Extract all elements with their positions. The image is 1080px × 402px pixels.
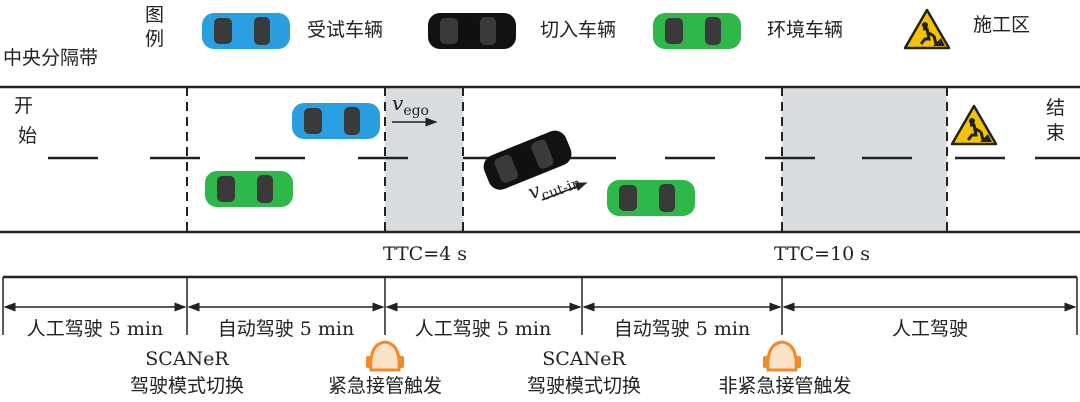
segment-label: 人工驾驶 — [891, 318, 969, 340]
ttc10-zone — [782, 87, 947, 232]
ambient-car-icon — [205, 171, 293, 207]
legend-label-construction: 施工区 — [973, 14, 1031, 36]
segment-label: 自动驾驶 5 min — [613, 318, 751, 340]
end-label: 束 — [1046, 122, 1066, 144]
helmet-icon — [366, 340, 404, 372]
legend-label-ego: 受试车辆 — [307, 19, 384, 41]
legend-ego-car-icon — [202, 13, 290, 49]
start-label: 始 — [18, 125, 38, 147]
segment-label: 人工驾驶 5 min — [414, 318, 552, 340]
construction-sign-icon — [950, 104, 998, 146]
legend-cutin-car-icon — [428, 13, 516, 49]
legend-ambient-car-icon — [653, 13, 741, 49]
phase-boundaries — [186, 87, 948, 232]
start-label: 开 — [14, 95, 34, 117]
ambient-car-icon — [607, 180, 695, 216]
event-label: SCANeR — [542, 348, 626, 370]
ttc-4-label: TTC=4 s — [382, 243, 468, 265]
legend-title: 图 — [145, 4, 165, 26]
ego-car-icon — [292, 103, 380, 139]
legend-label-ambient: 环境车辆 — [767, 19, 844, 41]
segment-label: 人工驾驶 5 min — [26, 318, 164, 340]
legend-title: 例 — [145, 28, 165, 50]
cutin-velocity-arrow — [541, 182, 588, 201]
legend-construction-sign-icon — [903, 8, 951, 50]
ttc-10-label: TTC=10 s — [773, 243, 871, 265]
end-label: 结 — [1046, 97, 1066, 119]
event-label: 紧急接管触发 — [327, 375, 443, 397]
median-label: 中央分隔带 — [3, 47, 99, 69]
ttc4-zone — [385, 87, 463, 232]
event-label: 驾驶模式切换 — [129, 375, 245, 397]
legend-label-cutin: 切入车辆 — [540, 19, 617, 41]
ego-velocity-label: vego — [392, 91, 429, 119]
event-label: 非紧急接管触发 — [718, 375, 852, 397]
segment-label: 自动驾驶 5 min — [217, 318, 355, 340]
event-label: 驾驶模式切换 — [526, 375, 642, 397]
event-label: SCANeR — [145, 348, 229, 370]
timeline-ticks — [2, 277, 1078, 335]
helmet-icon — [763, 340, 801, 372]
